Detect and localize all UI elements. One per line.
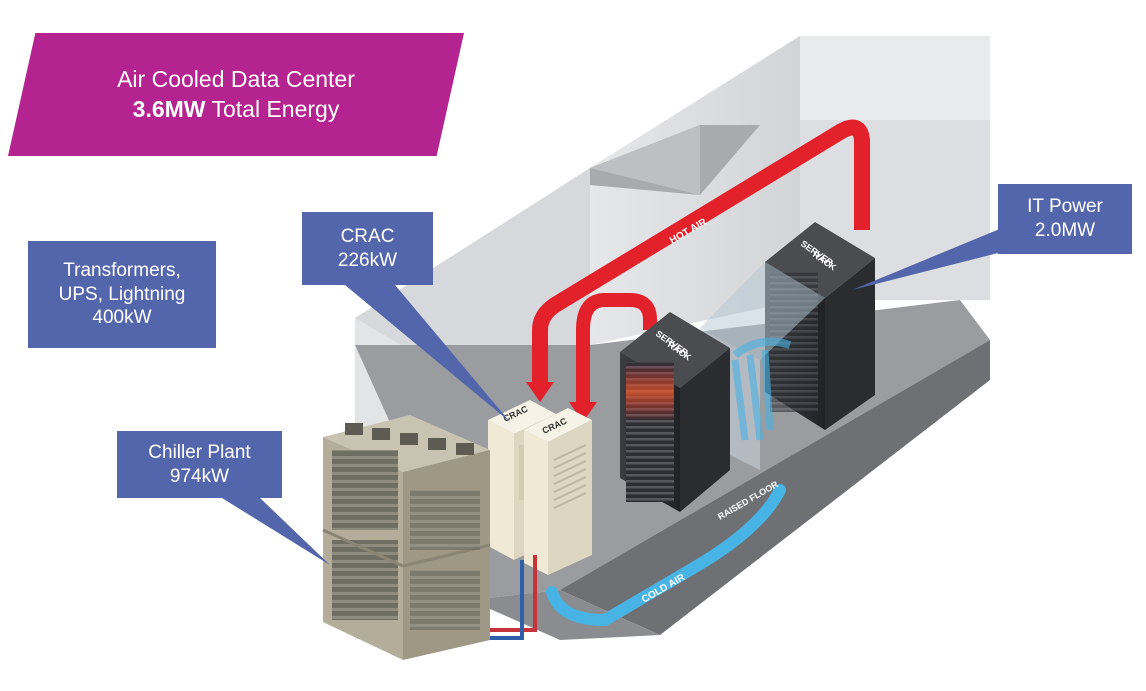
title-banner: Air Cooled Data Center 3.6MW Total Energ… (8, 33, 464, 156)
transformers-label-box: Transformers, UPS, Lightning 400kW (28, 241, 216, 348)
title-line1: Air Cooled Data Center (117, 65, 355, 92)
chiller-label-name: Chiller Plant (148, 441, 251, 463)
crac-label-value: 226kW (337, 249, 398, 271)
it-power-label-name: IT Power (1027, 196, 1103, 218)
crac-unit-2: CRAC (524, 408, 592, 575)
it-power-pointer (852, 228, 1002, 290)
chiller-plant (322, 415, 491, 660)
transformers-label-line2: UPS, Lightning (58, 283, 186, 305)
it-power-label-value: 2.0MW (1034, 220, 1096, 241)
server-rack-front: SERVER RACK (620, 312, 730, 512)
crac-pointer (345, 285, 510, 422)
crac-label-name: CRAC (340, 225, 395, 247)
title-line2: 3.6MW Total Energy (133, 95, 340, 125)
transformers-label-line1: Transformers, (63, 259, 181, 281)
total-energy-suffix: Total Energy (205, 95, 340, 122)
chiller-label-box: Chiller Plant 974kW (117, 431, 282, 498)
chiller-pointer (222, 498, 330, 565)
callout-pointers (222, 228, 1002, 565)
server-rack-back: SERVER RACK (765, 222, 875, 430)
total-energy-value: 3.6MW (132, 95, 206, 122)
transformers-label-value: 400kW (92, 307, 152, 329)
it-power-label-box: IT Power 2.0MW (998, 184, 1132, 254)
chiller-label-value: 974kW (169, 465, 230, 487)
crac-label-box: CRAC 226kW (302, 212, 433, 285)
